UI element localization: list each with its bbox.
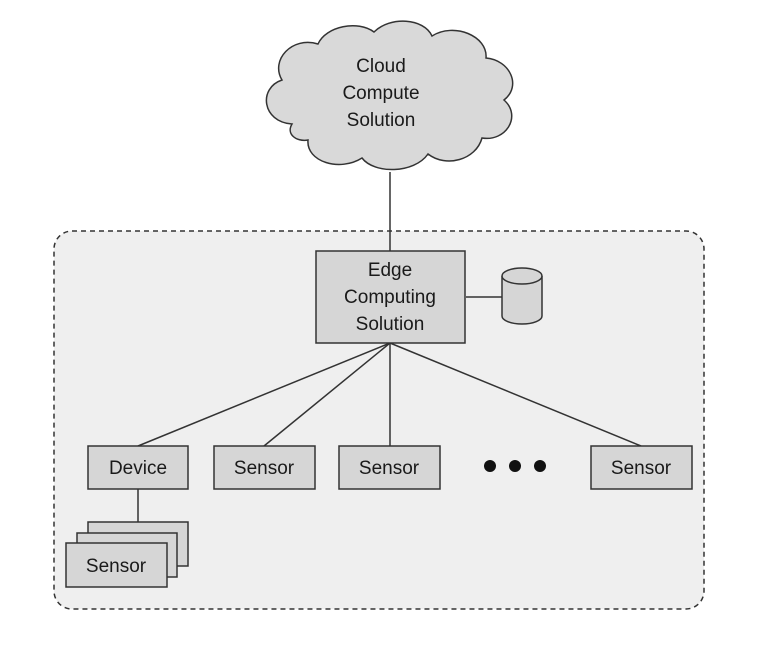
- cloud-shape: [265, 20, 514, 171]
- sensor-node-2: Sensor: [338, 445, 441, 490]
- edge-sensor-3-connector: [389, 342, 642, 447]
- cloud-label-line-2: Compute: [342, 83, 419, 104]
- device-node: Device: [87, 445, 189, 490]
- sensor-label-2: Sensor: [359, 458, 420, 479]
- device-box: [87, 445, 189, 490]
- edge-label-line-3: Solution: [356, 314, 425, 335]
- sensor-node-3: Sensor: [590, 445, 693, 490]
- storage-cylinder-icon: [501, 267, 543, 325]
- ellipsis-dot-2: [509, 460, 521, 472]
- edge-node: Edge Computing Solution: [315, 250, 466, 344]
- device-label: Device: [109, 458, 167, 479]
- sensor-box-1: [213, 445, 316, 490]
- sensor-node-1: Sensor: [213, 445, 316, 490]
- cloud-label-line-3: Solution: [347, 110, 416, 131]
- edge-label-line-2: Computing: [344, 287, 436, 308]
- ellipsis-dots-icon: [484, 460, 546, 472]
- stacked-sensor-front: [65, 542, 168, 588]
- edge-label-line-1: Edge: [368, 260, 412, 281]
- edge-sensor-1-connector: [263, 342, 391, 447]
- edge-device-connector: [137, 342, 391, 447]
- sensor-box-3: [590, 445, 693, 490]
- storage-cylinder-top: [501, 267, 543, 285]
- stacked-sensors: Sensor: [65, 521, 189, 588]
- sensor-label-3: Sensor: [611, 458, 672, 479]
- stacked-sensor-label: Sensor: [86, 556, 147, 577]
- sensor-box-2: [338, 445, 441, 490]
- cloud-label-line-1: Cloud: [356, 56, 406, 77]
- storage-cylinder-body: [501, 276, 543, 325]
- ellipsis-dot-3: [534, 460, 546, 472]
- edge-region: [53, 230, 705, 610]
- edge-box: [315, 250, 466, 344]
- ellipsis-dot-1: [484, 460, 496, 472]
- sensor-label-1: Sensor: [234, 458, 295, 479]
- cloud-node: Cloud Compute Solution: [265, 20, 514, 171]
